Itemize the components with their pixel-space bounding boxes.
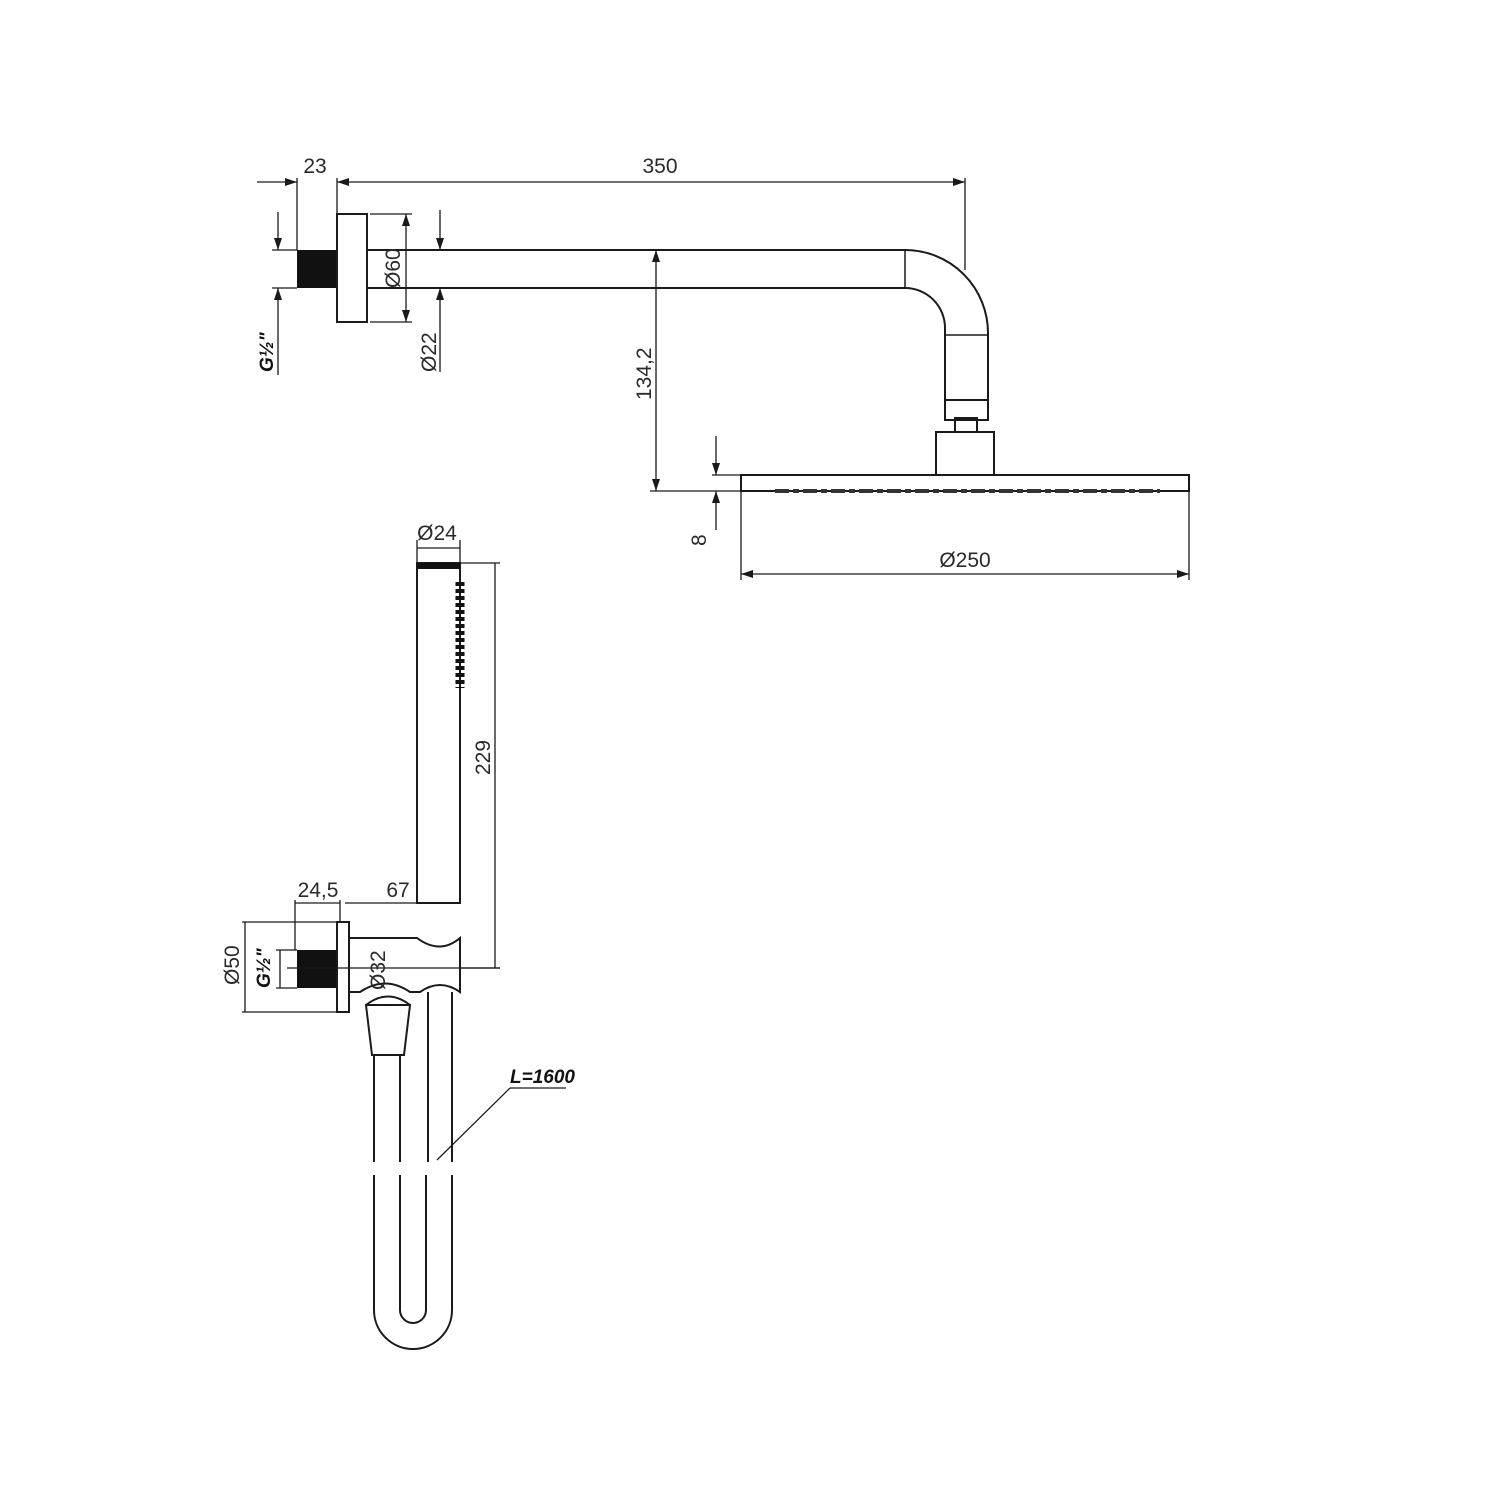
dim-wall-flange-depth: 23	[303, 155, 326, 178]
dim-arm-diameter: Ø22	[418, 332, 441, 372]
dim-outlet-depth: 24,5	[298, 879, 339, 902]
hand-shower-handle	[416, 562, 461, 904]
shower-head	[740, 474, 1190, 492]
dim-handle-length: 229	[472, 740, 495, 775]
hand-shower-set: L=1600	[297, 562, 575, 1350]
overhead-shower-arm	[297, 213, 1190, 493]
dim-outlet-thread: G½"	[254, 947, 275, 988]
dim-thread: G½"	[257, 331, 278, 372]
dim-arm-length: 350	[642, 155, 677, 178]
dim-flange-diameter: Ø60	[382, 248, 405, 288]
dim-handle-diameter: Ø24	[417, 522, 457, 545]
dim-drop-height: 134,2	[633, 347, 656, 400]
dim-outlet-diameter: Ø32	[367, 950, 390, 990]
dim-head-thickness: 8	[688, 534, 711, 546]
dim-hose-length: L=1600	[510, 1067, 575, 1088]
head-connector	[935, 431, 995, 476]
threaded-connector	[297, 250, 337, 288]
hand-shower-dimensions: Ø24 229 24,5 67 Ø50 G½" Ø32	[221, 522, 500, 1013]
hose	[373, 992, 453, 1350]
overhead-dimensions: 23 350 G½" Ø60 Ø22 134,2 8 Ø250	[257, 155, 1190, 580]
dim-holder-projection: 67	[386, 879, 409, 902]
outlet-flange	[336, 921, 350, 1013]
holder-body	[349, 935, 461, 994]
hose-nut	[364, 995, 412, 1056]
dim-head-diameter: Ø250	[939, 549, 990, 572]
outlet-threaded-connector	[297, 950, 337, 988]
swivel-nut	[944, 399, 989, 421]
dim-flange-diameter-50: Ø50	[221, 945, 244, 985]
shower-arm	[367, 249, 989, 400]
wall-flange	[336, 213, 368, 323]
